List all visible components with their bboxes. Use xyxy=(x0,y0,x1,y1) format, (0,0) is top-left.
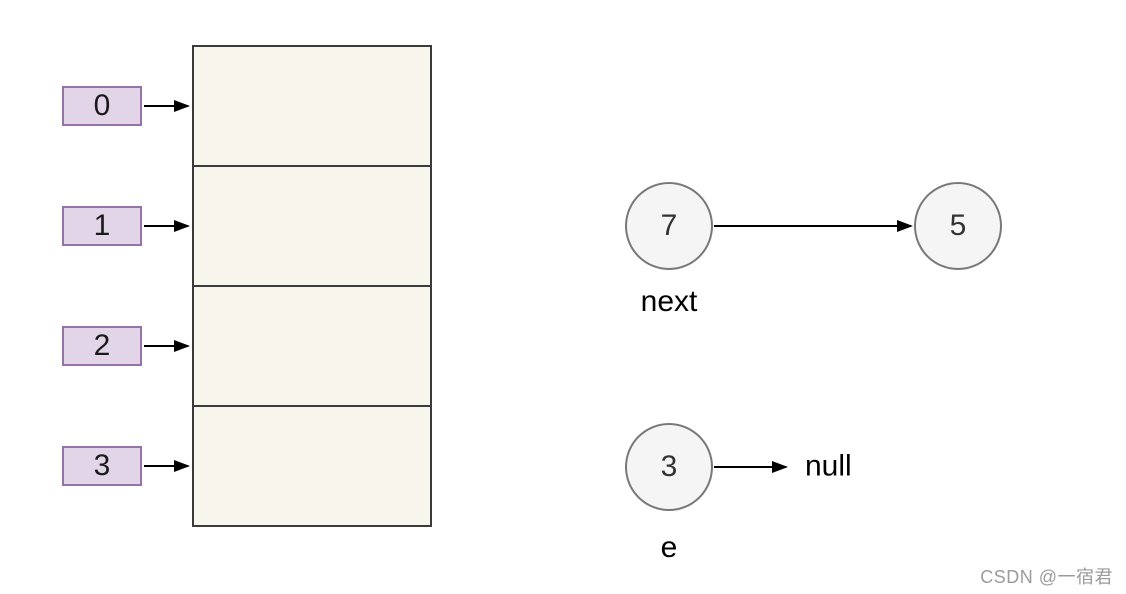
index-box-1-label: 1 xyxy=(93,209,111,242)
csdn-watermark: CSDN @一宿君 xyxy=(980,567,1113,587)
index-box-2-label: 2 xyxy=(93,329,111,362)
array-cell-2 xyxy=(194,287,430,407)
index-box-0-label: 0 xyxy=(93,89,111,122)
next-caption: next xyxy=(640,285,698,318)
index-box-1: 1 xyxy=(62,206,142,246)
node-3: 3 xyxy=(625,423,713,511)
null-text: null xyxy=(805,449,852,483)
array-cell-1 xyxy=(194,167,430,287)
index-box-3: 3 xyxy=(62,446,142,486)
array-cell-3 xyxy=(194,407,430,525)
node-7: 7 xyxy=(625,182,713,270)
index-box-3-label: 3 xyxy=(93,449,111,482)
node-3-value: 3 xyxy=(660,450,678,483)
node-7-value: 7 xyxy=(660,209,678,242)
node-5: 5 xyxy=(914,182,1002,270)
hash-array xyxy=(192,45,432,527)
e-caption: e xyxy=(660,531,678,564)
index-box-2: 2 xyxy=(62,326,142,366)
array-cell-0 xyxy=(194,47,430,167)
node-5-value: 5 xyxy=(949,209,967,242)
index-box-0: 0 xyxy=(62,86,142,126)
